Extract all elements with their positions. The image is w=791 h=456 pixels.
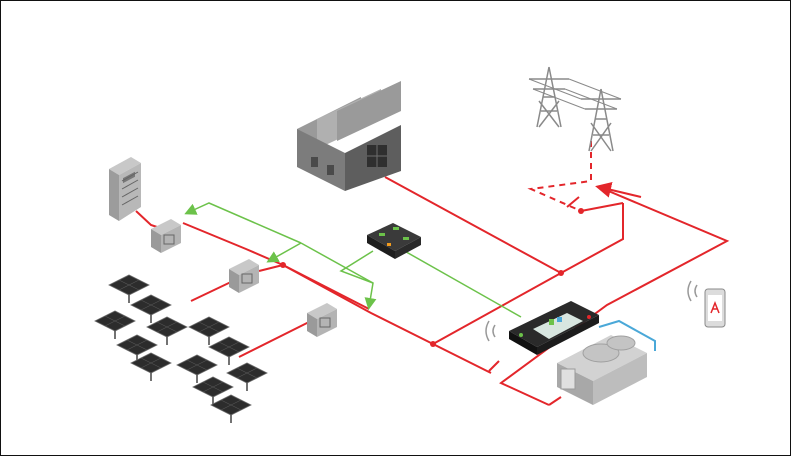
solar-panel-grid [236, 367, 258, 379]
power-line-inverter2-tap [258, 264, 284, 272]
power-lines [135, 176, 730, 406]
power-line-grid-to-switch [580, 202, 624, 212]
signal-line-io-to-bus [300, 242, 377, 310]
solar-panel-grid [156, 321, 178, 333]
junction-dots [280, 208, 584, 347]
solar-panel-grid [202, 381, 224, 393]
electrical-cabinet-icon [109, 157, 141, 221]
switch-generator [488, 360, 500, 372]
grid-dashed-line [527, 141, 592, 212]
solar-panel-grid [118, 279, 140, 291]
solar-panel-grid [104, 315, 126, 327]
solar-panel-grid [198, 321, 220, 333]
solar-panel-grid [140, 357, 162, 369]
controller-display-icon [509, 301, 599, 355]
factory-icon [297, 81, 401, 191]
solar-panel-grid [126, 339, 148, 351]
solar-panel-grid [218, 341, 240, 353]
power-line-inverter1-main-bus [182, 222, 492, 374]
generator-icon [557, 335, 647, 405]
inverter-icon [151, 219, 181, 253]
smartphone-icon [687, 280, 726, 328]
power-line-bus-to-controller [432, 272, 562, 345]
power-line-solar-to-inverter3 [238, 320, 312, 358]
solar-panel-grid [140, 299, 162, 311]
signal-line-io-to-controller [400, 248, 522, 318]
comm-line-generator [598, 319, 656, 351]
solar-panel-icon [94, 274, 268, 423]
power-line-generator-out [548, 396, 562, 406]
transmission-tower-icon [528, 66, 622, 152]
power-arrow-generator [595, 181, 642, 198]
power-line-main-bus-to-inverter3 [282, 264, 370, 310]
solar-panel-grid [186, 359, 208, 371]
wifi-icon [485, 320, 496, 342]
switch-grid [566, 196, 580, 208]
inverter-icon [229, 259, 259, 293]
signal-line-to-inverter2 [266, 242, 302, 263]
power-line-generator-feedback [499, 186, 730, 406]
signal-line-to-inverter1 [184, 202, 302, 244]
power-line-factory-to-bus [384, 176, 624, 275]
inverter-icon [307, 303, 337, 337]
power-line-solar-to-inverter2 [190, 280, 234, 302]
signal-line-io-branch [339, 250, 374, 284]
solar-panel-grid [220, 399, 242, 411]
signal-lines [184, 202, 522, 318]
io-module-icon [367, 223, 421, 259]
